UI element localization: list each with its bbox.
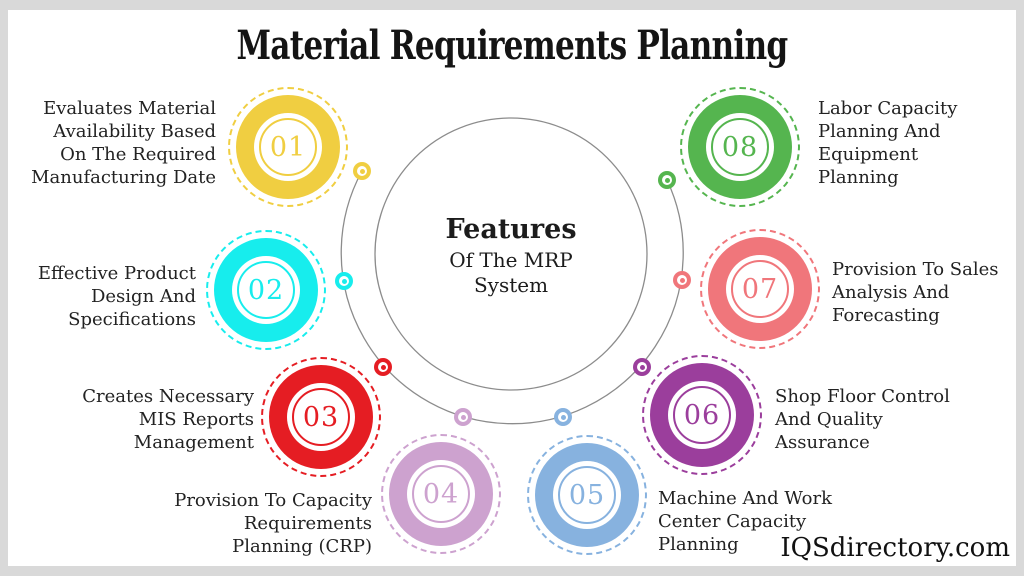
dot-mid <box>662 175 672 185</box>
thin-ring <box>673 386 731 444</box>
dot-mid <box>637 362 647 372</box>
dashed-ring <box>527 435 647 555</box>
feature-circle-04: 04 <box>381 434 501 554</box>
thin-ring <box>292 388 350 446</box>
dashed-ring <box>700 229 820 349</box>
dot-mid <box>677 275 687 285</box>
dot-core <box>560 414 566 420</box>
dot-mid <box>339 276 349 286</box>
dot-mid <box>458 412 468 422</box>
connector-dot-05 <box>554 408 572 426</box>
feature-label-06: Shop Floor Control And Quality Assurance <box>775 386 950 454</box>
feature-number-08: 08 <box>721 131 759 163</box>
dot-mid <box>378 362 388 372</box>
dashed-ring <box>642 355 762 475</box>
feature-circle-06: 06 <box>642 355 762 475</box>
feature-circle-05: 05 <box>527 435 647 555</box>
page-title: Material Requirements Planning <box>236 22 789 69</box>
feature-circle-07: 07 <box>700 229 820 349</box>
center-text: Features Of The MRP System <box>411 214 611 298</box>
dot-core <box>664 177 670 183</box>
feature-number-06: 06 <box>683 399 721 431</box>
feature-circle-03: 03 <box>261 357 381 477</box>
dot-mid <box>558 412 568 422</box>
feature-number-02: 02 <box>247 274 285 306</box>
feature-label-08: Labor Capacity Planning And Equipment Pl… <box>818 98 958 189</box>
dot-core <box>380 364 386 370</box>
feature-label-07: Provision To Sales Analysis And Forecast… <box>832 259 999 327</box>
feature-circle-01: 01 <box>228 87 348 207</box>
dashed-ring <box>261 357 381 477</box>
dot-mid <box>357 166 367 176</box>
connector-dot-04 <box>454 408 472 426</box>
feature-label-02: Effective Product Design And Specificati… <box>37 263 196 331</box>
dot-core <box>460 414 466 420</box>
feature-label-01: Evaluates Material Availability Based On… <box>31 98 216 189</box>
feature-number-04: 04 <box>422 478 460 510</box>
connector-dot-01 <box>353 162 371 180</box>
dashed-ring <box>680 87 800 207</box>
connector-dot-07 <box>673 271 691 289</box>
center-subheading: Of The MRP System <box>449 248 573 298</box>
thin-ring <box>237 261 295 319</box>
feature-number-01: 01 <box>269 131 307 163</box>
thin-ring <box>412 465 470 523</box>
feature-circle-02: 02 <box>206 230 326 350</box>
connector-dot-08 <box>658 171 676 189</box>
thin-ring <box>259 118 317 176</box>
dot-core <box>679 277 685 283</box>
connector-dot-06 <box>633 358 651 376</box>
dashed-ring <box>381 434 501 554</box>
feature-number-07: 07 <box>741 273 779 305</box>
dot-core <box>639 364 645 370</box>
feature-label-05: Machine And Work Center Capacity Plannin… <box>658 488 833 556</box>
connector-dot-02 <box>335 272 353 290</box>
thin-ring <box>731 260 789 318</box>
dashed-ring <box>228 87 348 207</box>
center-heading: Features <box>445 214 577 245</box>
dot-core <box>359 168 365 174</box>
watermark: IQSdirectory.com <box>780 533 1010 563</box>
dot-core <box>341 278 347 284</box>
feature-number-05: 05 <box>568 479 606 511</box>
connector-dot-03 <box>374 358 392 376</box>
dashed-ring <box>206 230 326 350</box>
feature-label-03: Creates Necessary MIS Reports Management <box>82 386 254 454</box>
feature-label-04: Provision To Capacity Requirements Plann… <box>174 490 372 558</box>
feature-number-03: 03 <box>302 401 340 433</box>
feature-circle-08: 08 <box>680 87 800 207</box>
thin-ring <box>711 118 769 176</box>
thin-ring <box>558 466 616 524</box>
